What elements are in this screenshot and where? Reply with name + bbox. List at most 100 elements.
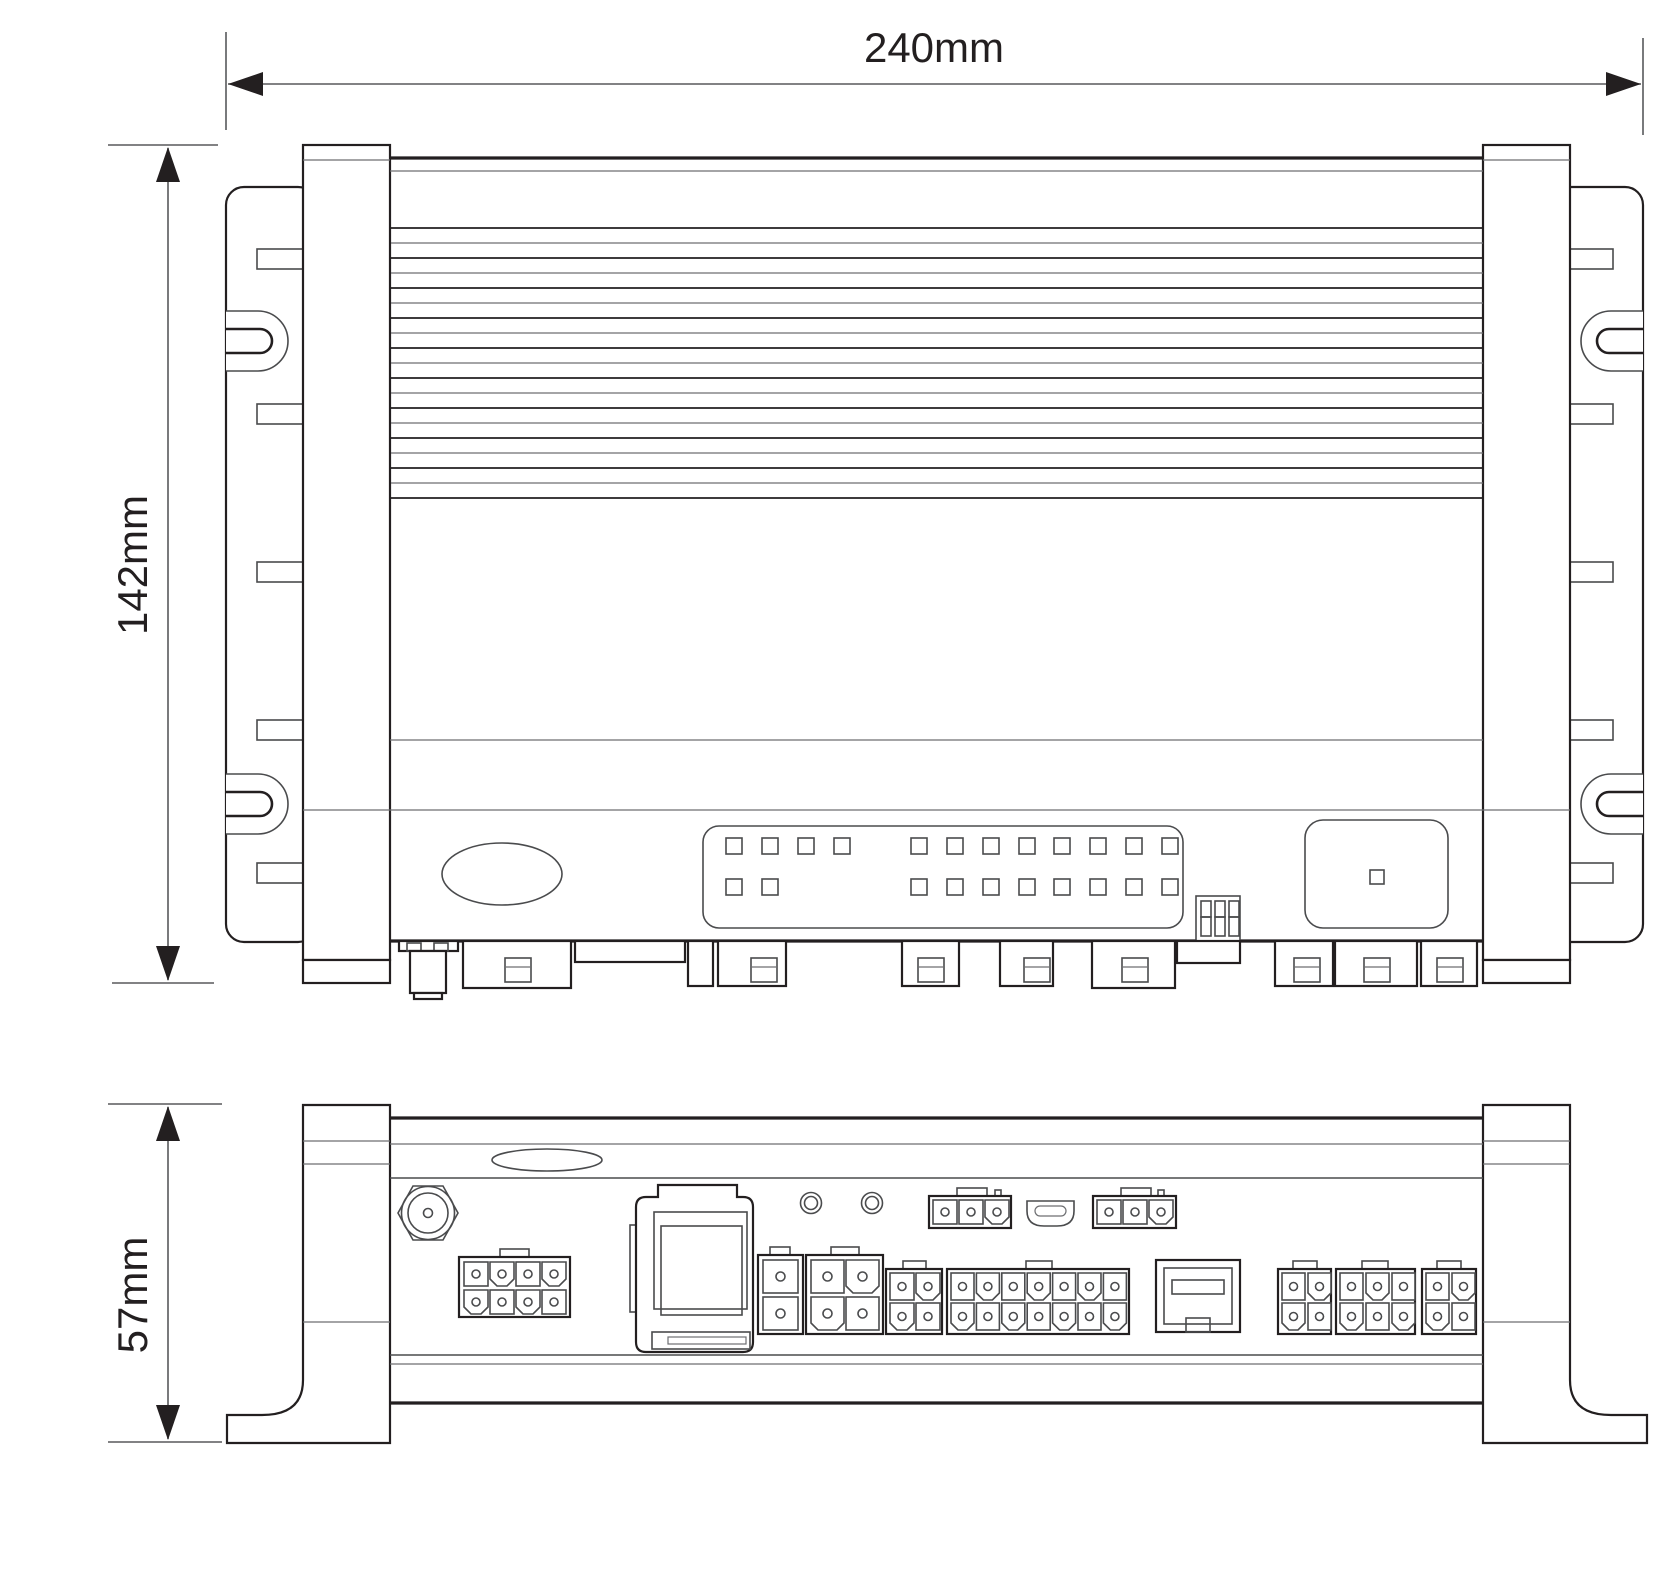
vent-hole [797, 837, 815, 855]
connector-2x7 [945, 1260, 1131, 1336]
vent-hole [1125, 837, 1143, 855]
pin-connectors [457, 1187, 1478, 1336]
pin-contact [775, 1271, 786, 1282]
height-dimension: 142mm [108, 144, 218, 984]
led-indicator-inner [803, 1195, 819, 1211]
pin-contact [1314, 1281, 1325, 1292]
vent-hole-panel [702, 825, 1184, 929]
connector-key-tab [1436, 1260, 1462, 1270]
connector-key-tab [769, 1246, 791, 1256]
pin-cavity-keyed [1026, 1272, 1051, 1301]
mounting-foot-left [225, 1103, 392, 1445]
arrowhead-up-icon [156, 147, 180, 182]
pin-contact [1346, 1311, 1357, 1322]
connector-2x2-large [804, 1246, 885, 1336]
pin-cavity-keyed [1365, 1272, 1390, 1301]
pin-contact [1432, 1311, 1443, 1322]
bracket-keyhole-slots [226, 310, 1643, 835]
connector-3pin-a [927, 1187, 1013, 1230]
pin-contact [1008, 1281, 1019, 1292]
pin-cavity [1051, 1272, 1077, 1301]
pin-contact [1458, 1281, 1469, 1292]
pin-contact [1059, 1281, 1069, 1292]
side-column-right [1481, 143, 1572, 985]
pin-contact [1156, 1207, 1166, 1217]
keyhole-slot [1595, 790, 1643, 818]
antenna-tip [412, 991, 444, 1001]
arrowhead-down-icon [156, 946, 180, 981]
pin-cavity [1102, 1272, 1128, 1301]
antenna-pin [422, 1207, 434, 1219]
antenna-connector [397, 1185, 459, 1241]
pin-cavity-keyed [1077, 1272, 1102, 1301]
pin-contact [1314, 1311, 1325, 1322]
pin-cavity-keyed [1451, 1272, 1476, 1301]
vent-hole [761, 878, 779, 896]
antenna-ring-outer [400, 1185, 456, 1241]
led-indicators [799, 1191, 884, 1215]
bracket-tab [256, 719, 306, 741]
pin-cavity-keyed [975, 1272, 1001, 1301]
pin-contact [857, 1271, 868, 1282]
connector-latch [917, 957, 945, 983]
pin-contact [549, 1269, 559, 1279]
bracket-tab [1564, 248, 1614, 270]
hdmi-slot [1034, 1205, 1067, 1217]
edge-connector-block [716, 939, 788, 988]
antenna-stub [397, 939, 460, 1001]
vent-holes [725, 837, 1179, 896]
pin-cavity [1000, 1272, 1026, 1301]
pin-contact [523, 1269, 533, 1279]
connector-latch [1023, 957, 1051, 983]
connector-2x2-small [884, 1260, 944, 1336]
pin-contact [897, 1281, 907, 1292]
pin-cavity [1307, 1302, 1332, 1331]
led-indicator [860, 1191, 884, 1215]
hdmi-port [1026, 1200, 1075, 1227]
vent-hole [946, 878, 964, 896]
vent-hole [1053, 837, 1071, 855]
vent-slot [491, 1148, 603, 1172]
pin-contact [1059, 1311, 1069, 1322]
vent-hole [910, 837, 928, 855]
depth-label: 57mm [109, 1237, 156, 1354]
pin-contact [1033, 1281, 1044, 1292]
pin-contact [549, 1297, 559, 1307]
hdmi-outline [1026, 1200, 1075, 1227]
connector-key-tab [1292, 1260, 1318, 1270]
arrowhead-down-icon [156, 1405, 180, 1440]
chassis-top [390, 156, 1483, 943]
reader-tray [660, 1225, 743, 1316]
vent-hole [725, 878, 743, 896]
connector-key-tab [1120, 1187, 1152, 1197]
pin-contact [1104, 1207, 1114, 1217]
vent-hole [1018, 878, 1036, 896]
column-body [1481, 143, 1572, 962]
bracket-outline [225, 1103, 392, 1445]
vent-hole [1161, 837, 1179, 855]
pin-cavity-keyed [1001, 1302, 1026, 1331]
vent-hole [982, 837, 1000, 855]
connector-latch [1293, 957, 1321, 983]
pin-cavity-keyed [889, 1302, 915, 1331]
pin-contact [1008, 1311, 1019, 1322]
side-column-left [301, 143, 392, 985]
pin-contact [983, 1281, 993, 1292]
connector-2x2-b [1420, 1260, 1478, 1336]
pin-cavity [515, 1261, 541, 1287]
connector-key-tab [1025, 1260, 1053, 1270]
pin-contact [1372, 1281, 1383, 1292]
pin-cavity [950, 1272, 975, 1301]
pin-contact [1288, 1311, 1299, 1322]
pin-contact [1346, 1281, 1357, 1292]
pin-cavity-keyed [915, 1272, 941, 1301]
pin-contact [1130, 1207, 1140, 1217]
reader-slot-stripe [667, 1336, 747, 1345]
connector-2x3 [1334, 1260, 1417, 1336]
pin-contact [1033, 1311, 1044, 1322]
width-dimension: 240mm [225, 24, 1644, 135]
pin-contact [822, 1271, 833, 1282]
vent-hole [1089, 837, 1107, 855]
pin-cavity [762, 1259, 799, 1294]
